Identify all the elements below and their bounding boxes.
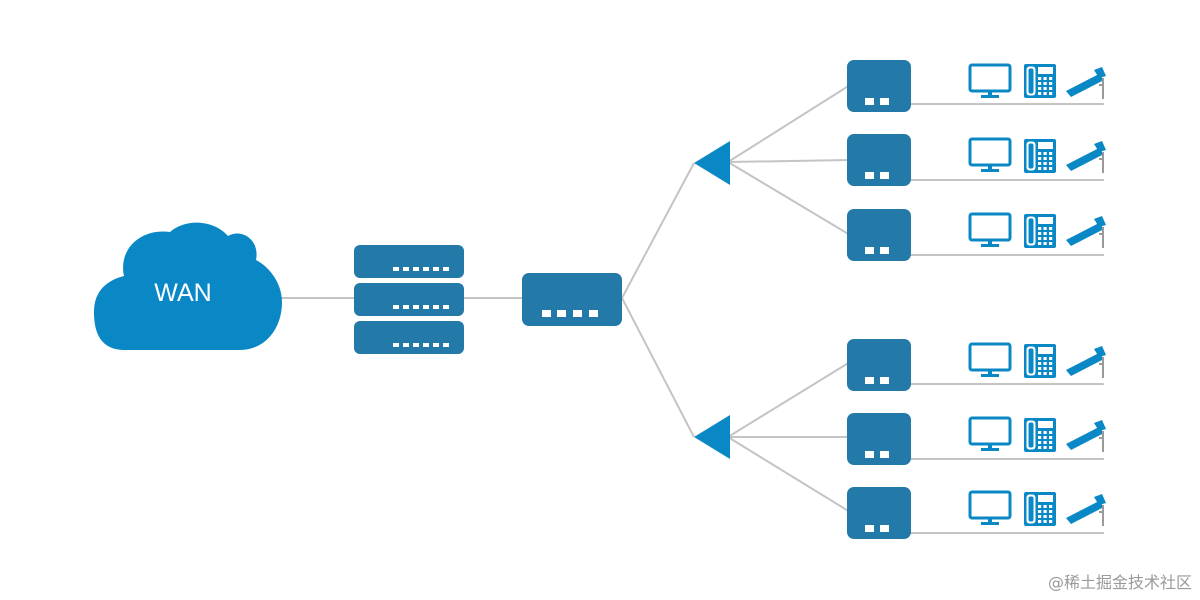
aggregation-switch: [522, 273, 622, 326]
desk-phone-icon: [1024, 139, 1056, 173]
security-camera-icon: [1065, 215, 1107, 249]
edge-switch: [847, 209, 911, 261]
branch-row: [847, 413, 1107, 465]
edge-switch: [847, 134, 911, 186]
security-camera-icon: [1065, 140, 1107, 174]
monitor-icon: [968, 342, 1012, 379]
edge-switch: [847, 413, 911, 465]
monitor-icon: [968, 212, 1012, 249]
edge-switch: [847, 487, 911, 539]
security-camera-icon: [1065, 66, 1107, 100]
cloud-icon: [94, 222, 282, 350]
watermark-text: @稀土掘金技术社区: [1047, 573, 1192, 592]
core-switch-unit: [354, 245, 464, 278]
branch-row: [847, 487, 1107, 539]
security-camera-icon: [1065, 345, 1107, 379]
desk-phone-icon: [1024, 418, 1056, 452]
wan-label: WAN: [154, 279, 211, 307]
security-camera-icon: [1065, 493, 1107, 527]
core-switch-unit: [354, 321, 464, 354]
branch-row: [847, 134, 1107, 186]
monitor-icon: [968, 490, 1012, 527]
core-switch-stack: [354, 245, 464, 354]
access-point-icon: [694, 141, 730, 185]
security-camera-icon: [1065, 419, 1107, 453]
link-lines: [270, 84, 851, 513]
wan-cloud: WAN: [94, 222, 282, 350]
access-point-icon: [694, 415, 730, 459]
edge-switch: [847, 339, 911, 391]
desk-phone-icon: [1024, 214, 1056, 248]
monitor-icon: [968, 63, 1012, 100]
desk-phone-icon: [1024, 64, 1056, 98]
monitor-icon: [968, 137, 1012, 174]
branch-row: [847, 60, 1107, 112]
branch-row: [847, 339, 1107, 391]
monitor-icon: [968, 416, 1012, 453]
desk-phone-icon: [1024, 344, 1056, 378]
branch-row: [847, 209, 1107, 261]
core-switch-unit: [354, 283, 464, 316]
edge-switch: [847, 60, 911, 112]
desk-phone-icon: [1024, 492, 1056, 526]
